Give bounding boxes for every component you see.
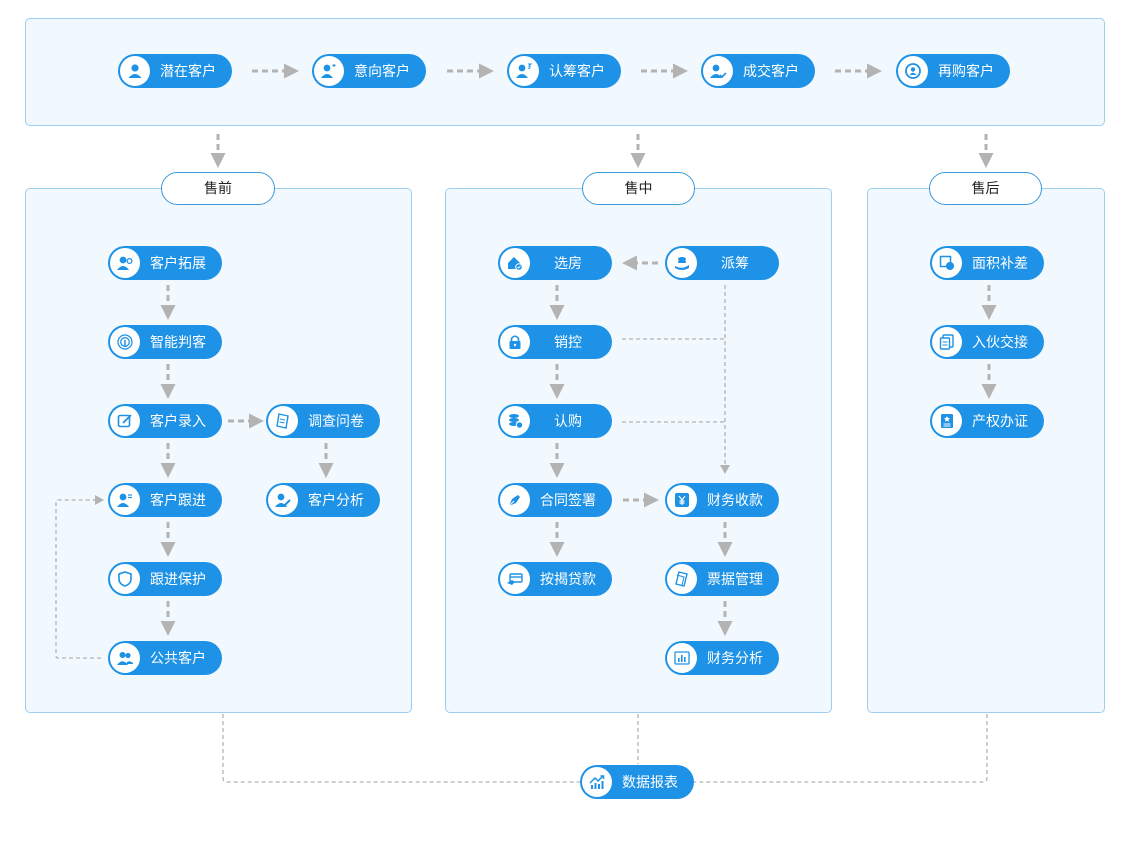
- node-label: 跟进保护: [150, 571, 206, 587]
- fingerprint-icon: [110, 327, 140, 357]
- trend-chart-icon: [582, 767, 612, 797]
- bar-chart-icon: [667, 643, 697, 673]
- users-icon: [110, 643, 140, 673]
- pen-nib-icon: [500, 485, 530, 515]
- sales-control-node[interactable]: 销控: [498, 325, 612, 359]
- pipeline-label: 意向客户: [354, 63, 410, 79]
- node-label: 面积补差: [972, 255, 1028, 271]
- contract-sign-node[interactable]: 合同签署: [498, 483, 612, 517]
- node-label: 客户跟进: [150, 492, 206, 508]
- pipeline-potential-customer[interactable]: 潜在客户: [118, 54, 232, 88]
- move-in-handover-node[interactable]: 入伙交接: [930, 325, 1044, 359]
- house-check-icon: [500, 248, 530, 278]
- mortgage-loan-node[interactable]: 按揭贷款: [498, 562, 612, 596]
- pipeline-label: 潜在客户: [160, 63, 216, 79]
- pipeline-label: 再购客户: [938, 63, 994, 79]
- customer-expand-node[interactable]: 客户拓展: [108, 246, 222, 280]
- user-icon: [120, 56, 150, 86]
- invoice-mgmt-node[interactable]: 票据管理: [665, 562, 779, 596]
- finance-collect-node[interactable]: 财务收款: [665, 483, 779, 517]
- hand-coin-icon: [667, 248, 697, 278]
- node-label: 入伙交接: [972, 334, 1028, 350]
- public-customer-node[interactable]: 公共客户: [108, 641, 222, 675]
- customer-entry-node[interactable]: 客户录入: [108, 404, 222, 438]
- certificate-icon: [932, 406, 962, 436]
- node-label: 财务收款: [707, 492, 763, 508]
- node-label: 认购: [554, 413, 582, 429]
- documents-icon: [667, 564, 697, 594]
- stage-mid-sale: 售中: [582, 172, 695, 205]
- choose-house-node[interactable]: 选房: [498, 246, 612, 280]
- pre-sale-panel: [25, 188, 412, 713]
- coins-check-icon: [500, 406, 530, 436]
- node-label: 合同签署: [540, 492, 596, 508]
- node-label: 数据报表: [622, 774, 678, 790]
- node-label: 客户分析: [308, 492, 364, 508]
- stage-pre-sale: 售前: [161, 172, 275, 205]
- area-compensation-node[interactable]: 面积补差: [930, 246, 1044, 280]
- node-label: 选房: [554, 255, 582, 271]
- finance-analysis-node[interactable]: 财务分析: [665, 641, 779, 675]
- property-cert-node[interactable]: 产权办证: [930, 404, 1044, 438]
- edit-icon: [110, 406, 140, 436]
- user-search-icon: [110, 248, 140, 278]
- pipeline-label: 成交客户: [743, 63, 799, 79]
- pipeline-subscribe-customer[interactable]: 认筹客户: [507, 54, 621, 88]
- user-number-icon: [509, 56, 539, 86]
- node-label: 产权办证: [972, 413, 1028, 429]
- user-check-icon: [703, 56, 733, 86]
- node-label: 客户录入: [150, 413, 206, 429]
- pre-to-report-line: [222, 714, 580, 783]
- pipeline-deal-customer[interactable]: 成交客户: [701, 54, 815, 88]
- repurchase-icon: [898, 56, 928, 86]
- user-heart-icon: [314, 56, 344, 86]
- stage-post-sale: 售后: [929, 172, 1042, 205]
- node-label: 按揭贷款: [540, 571, 596, 587]
- post-to-report-line: [694, 714, 988, 783]
- loop-public-to-follow: [55, 499, 101, 659]
- follow-protect-node[interactable]: 跟进保护: [108, 562, 222, 596]
- shield-icon: [110, 564, 140, 594]
- pipeline-label: 认筹客户: [549, 63, 605, 79]
- user-list-icon: [110, 485, 140, 515]
- customer-follow-node[interactable]: 客户跟进: [108, 483, 222, 517]
- yuan-icon: [667, 485, 697, 515]
- subscribe-node[interactable]: 认购: [498, 404, 612, 438]
- customer-analysis-node[interactable]: 客户分析: [266, 483, 380, 517]
- node-label: 智能判客: [150, 334, 206, 350]
- node-label: 销控: [554, 334, 582, 350]
- pipeline-repurchase-customer[interactable]: 再购客户: [896, 54, 1010, 88]
- handover-icon: [932, 327, 962, 357]
- lock-icon: [500, 327, 530, 357]
- node-label: 客户拓展: [150, 255, 206, 271]
- area-icon: [932, 248, 962, 278]
- node-label: 调查问卷: [308, 413, 364, 429]
- node-label: 财务分析: [707, 650, 763, 666]
- questionnaire-icon: [268, 406, 298, 436]
- user-pen-icon: [268, 485, 298, 515]
- survey-node[interactable]: 调查问卷: [266, 404, 380, 438]
- pipeline-intent-customer[interactable]: 意向客户: [312, 54, 426, 88]
- node-label: 公共客户: [150, 650, 206, 666]
- node-label: 票据管理: [707, 571, 763, 587]
- smart-judge-node[interactable]: 智能判客: [108, 325, 222, 359]
- data-report-node[interactable]: 数据报表: [580, 765, 694, 799]
- card-hand-icon: [500, 564, 530, 594]
- dispatch-chip-node[interactable]: 派筹: [665, 246, 779, 280]
- node-label: 派筹: [721, 255, 749, 271]
